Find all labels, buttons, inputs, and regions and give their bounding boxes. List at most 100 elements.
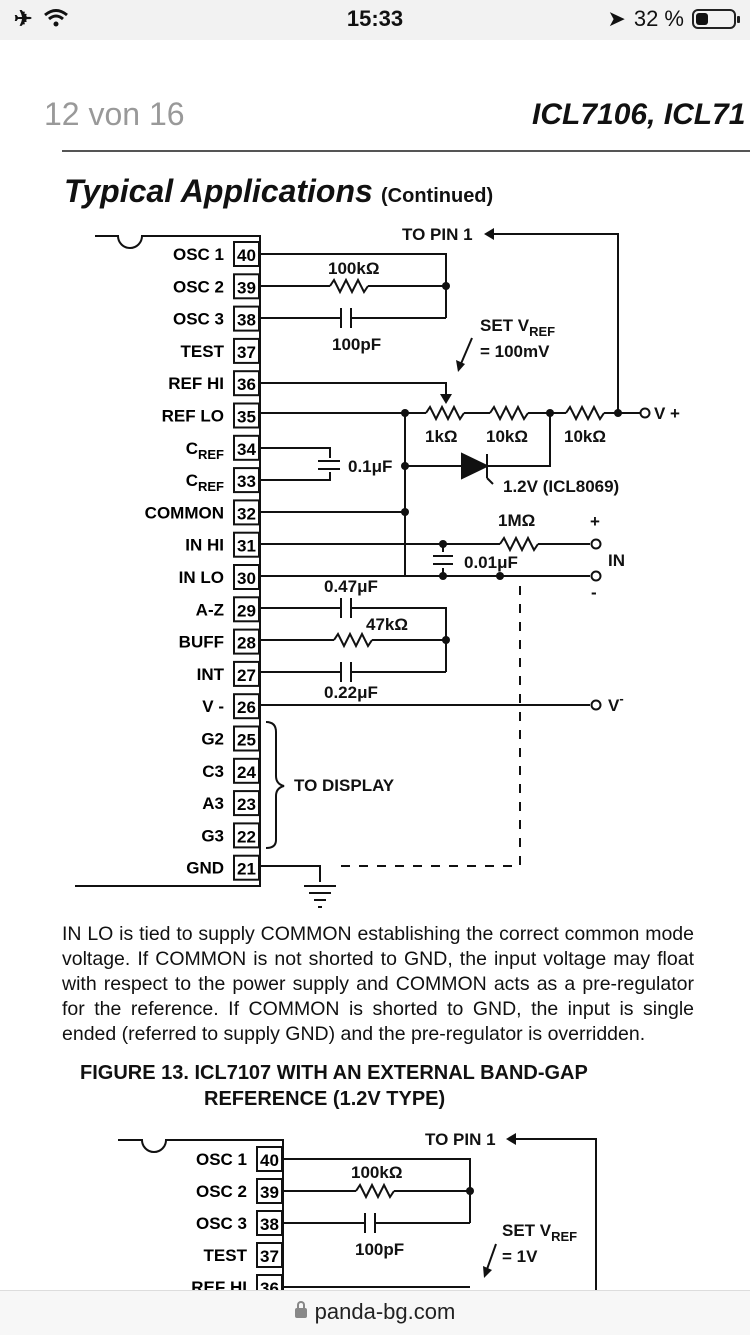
c100p-label-2: 100pF <box>355 1240 404 1259</box>
pin-label: IN LO <box>179 568 224 587</box>
pin-label: COMMON <box>145 503 224 522</box>
pin-label: BUFF <box>179 633 224 652</box>
pin-box <box>233 596 260 623</box>
pin-label: TEST <box>181 342 225 361</box>
section-title: Typical Applications <box>64 173 373 209</box>
pin-box <box>233 660 260 687</box>
pin-number: 39 <box>260 1183 279 1202</box>
v-minus-label: V- <box>608 691 624 715</box>
pin-box <box>233 693 260 720</box>
zener-label: 1.2V (ICL8069) <box>503 477 619 496</box>
pin-label: CREF <box>186 439 224 462</box>
pin-label: OSC 3 <box>196 1214 247 1233</box>
pin-number: 38 <box>237 311 256 330</box>
figure-caption: FIGURE 13. ICL7107 WITH AN EXTERNAL BAND… <box>80 1060 680 1112</box>
pin-box <box>256 1178 283 1204</box>
pin-label: G3 <box>201 826 224 845</box>
r1k-label: 1kΩ <box>425 427 458 446</box>
pin-box <box>256 1146 283 1172</box>
in-label: IN <box>608 551 625 570</box>
pin-number: 39 <box>237 278 256 297</box>
pin-label: OSC 2 <box>196 1182 247 1201</box>
pin-number: 34 <box>237 440 256 459</box>
pin-box <box>256 1242 283 1268</box>
pin-label: REF HI <box>191 1278 247 1290</box>
pin-box <box>233 854 260 881</box>
pin-box <box>233 499 260 526</box>
pin-box <box>233 305 260 332</box>
r10k-a-label: 10kΩ <box>486 427 528 446</box>
pin-number: 40 <box>260 1151 279 1170</box>
pin-number: 24 <box>237 763 256 782</box>
figure-caption-line2: REFERENCE (1.2V TYPE) <box>204 1088 446 1110</box>
battery-icon <box>692 9 740 29</box>
pin-number: 37 <box>237 343 256 362</box>
r100k-label-2: 100kΩ <box>351 1163 402 1182</box>
pin-number: 22 <box>237 827 256 846</box>
pin-number: 37 <box>260 1247 279 1266</box>
pin-label: A-Z <box>196 600 224 619</box>
pin-number: 32 <box>237 504 256 523</box>
pin-box <box>233 273 260 300</box>
pin-box <box>233 402 260 429</box>
pin-label: A3 <box>202 794 224 813</box>
pin-label: INT <box>197 665 225 684</box>
pin-number: 29 <box>237 601 256 620</box>
pin-label: G2 <box>201 730 224 749</box>
pin-label: V - <box>202 697 224 716</box>
pin-number: 36 <box>260 1279 279 1290</box>
c01u-label: 0.1μF <box>348 457 392 476</box>
airplane-icon: ✈ <box>14 6 33 31</box>
body-paragraph: IN LO is tied to supply COMMON establish… <box>62 923 694 1045</box>
pin-label: REF LO <box>162 407 224 426</box>
set-vref-value: = 100mV <box>480 342 550 361</box>
pin-label: OSC 1 <box>173 245 224 264</box>
pin-number: 35 <box>237 408 256 427</box>
url-display[interactable]: panda-bg.com <box>0 1299 750 1325</box>
pin-label: IN HI <box>185 536 224 555</box>
figure-caption-line1: FIGURE 13. ICL7107 WITH AN EXTERNAL BAND… <box>80 1062 588 1084</box>
pin-number: 23 <box>237 795 256 814</box>
pin-number: 28 <box>237 634 256 653</box>
document-header: ICL7106, ICL71 <box>532 98 746 131</box>
pin-number: 38 <box>260 1215 279 1234</box>
pin-box <box>233 337 260 364</box>
pin-box <box>233 241 260 267</box>
status-left-icons: ✈ <box>14 6 69 32</box>
pin-number: 33 <box>237 472 256 491</box>
header-rule <box>62 150 750 152</box>
pin-box <box>233 725 260 752</box>
pin-label: OSC 1 <box>196 1150 247 1169</box>
status-bar: ✈ 15:33 ➤ 32 % <box>0 0 750 40</box>
pin-box <box>233 822 260 849</box>
r100k-label: 100kΩ <box>328 259 379 278</box>
set-vref-label: SET VREF <box>480 316 555 339</box>
wifi-icon <box>43 9 68 27</box>
pin-box <box>256 1210 283 1236</box>
status-time: 15:33 <box>346 6 404 31</box>
page-counter: 12 von 16 <box>44 96 185 132</box>
url-text: panda-bg.com <box>314 1299 456 1324</box>
pin-box <box>233 757 260 784</box>
pin-number: 30 <box>237 569 256 588</box>
status-right-icons: ➤ 32 % <box>607 6 740 32</box>
pin-box <box>256 1274 283 1290</box>
battery-percent: 32 % <box>633 6 684 31</box>
browser-bottom-bar: panda-bg.com <box>0 1290 750 1335</box>
pin-number: 36 <box>237 375 256 394</box>
c100p-label: 100pF <box>332 335 381 354</box>
pin-label: GND <box>186 859 224 878</box>
pin-number: 26 <box>237 698 256 717</box>
r47k-label: 47kΩ <box>366 615 408 634</box>
battery-level <box>696 13 708 25</box>
lock-icon <box>294 1301 307 1318</box>
pin-label: OSC 3 <box>173 310 224 329</box>
section-subtitle: (Continued) <box>381 185 494 207</box>
pin-box <box>233 467 260 494</box>
pin-number: 25 <box>237 731 256 750</box>
plus-label: + <box>590 512 600 531</box>
r1m-label: 1MΩ <box>498 511 535 530</box>
c047u-label: 0.47μF <box>324 577 378 596</box>
c001u-label: 0.01μF <box>464 553 518 572</box>
